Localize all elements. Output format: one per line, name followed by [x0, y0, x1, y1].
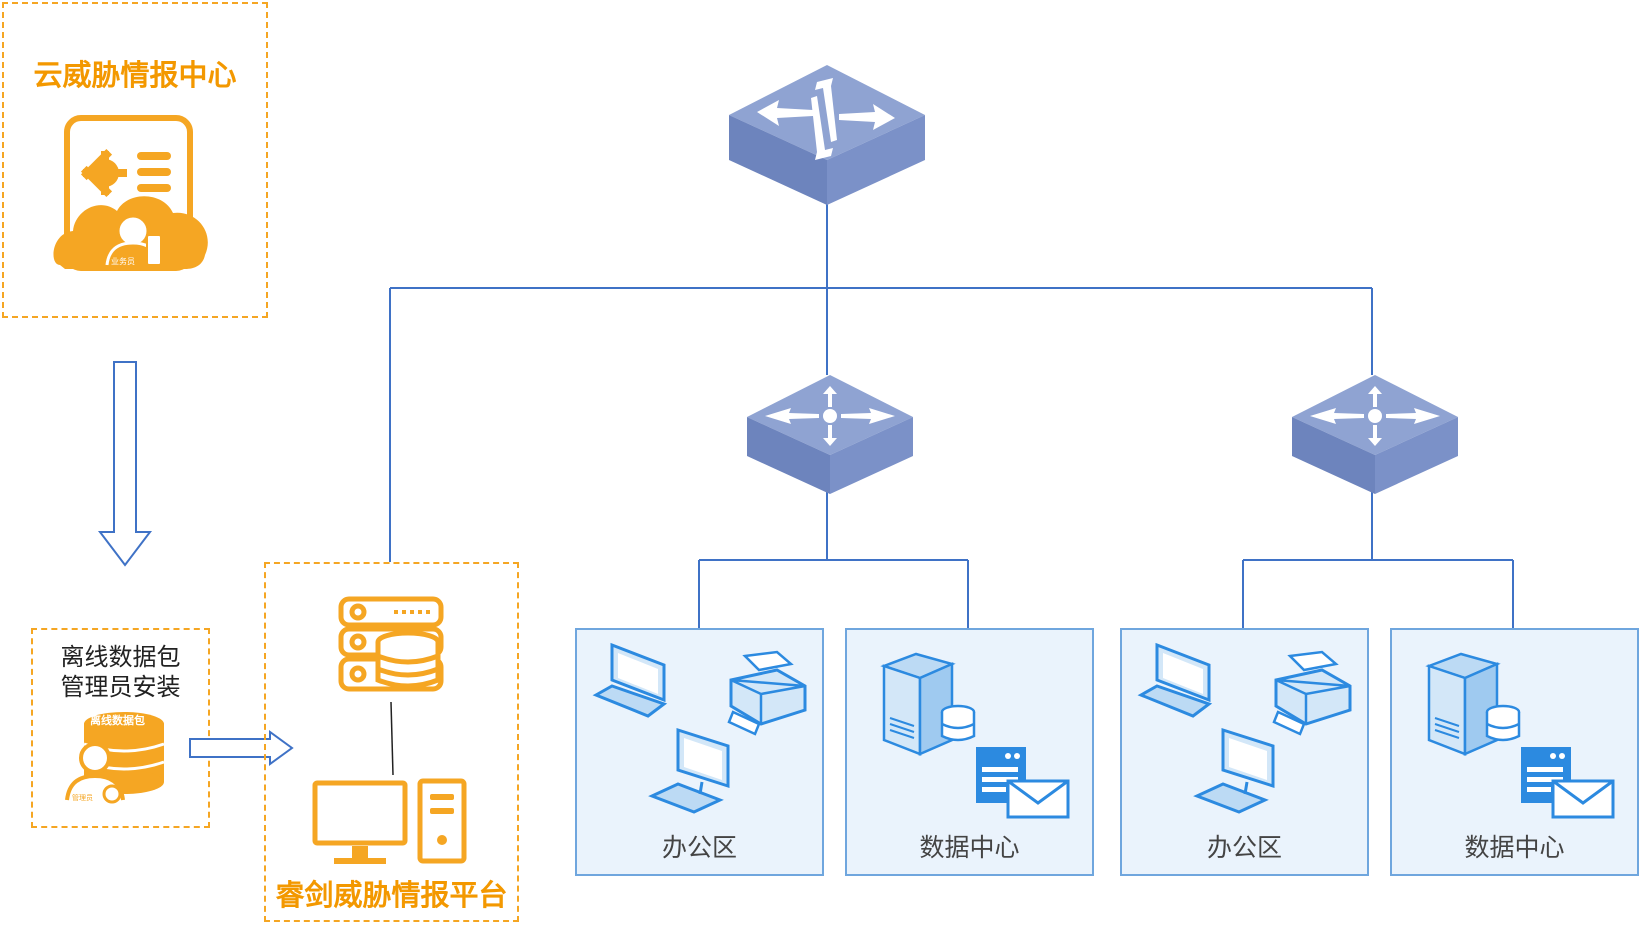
offline-package-line1: 离线数据包 [60, 643, 181, 671]
offline-db-admin-icon: 离线数据包 管理员 [65, 712, 165, 804]
distribution-switch-right-icon [1292, 375, 1458, 494]
distribution-switch-left-icon [747, 375, 913, 494]
laptop-icon [1137, 642, 1213, 718]
platform-box: 睿剑威胁情报平台 [264, 562, 519, 922]
printer-icon [727, 650, 807, 736]
person-label: 业务员 [111, 256, 135, 266]
laptop-icon [592, 642, 668, 718]
printer-icon [1272, 650, 1352, 736]
computer-icon [312, 778, 467, 864]
desktop-pc-icon [648, 727, 730, 814]
server-database-icon [338, 596, 444, 692]
db-label: 离线数据包 [90, 713, 145, 727]
server-db-icon [1425, 652, 1521, 756]
offline-package-box: 离线数据包 管理员安装 [31, 628, 210, 828]
zone-label: 办公区 [661, 833, 737, 862]
mail-server-icon [976, 747, 1070, 819]
zone-label: 数据中心 [919, 833, 1020, 862]
server-db-icon [880, 652, 976, 756]
zone-label: 办公区 [1206, 833, 1282, 862]
offline-package-line2: 管理员安装 [60, 673, 181, 701]
right-arrow-icon [189, 730, 294, 766]
zone-label: 数据中心 [1464, 833, 1565, 862]
offline-package-text: 离线数据包 管理员安装 [33, 642, 208, 702]
mail-server-icon [1521, 747, 1615, 819]
platform-title: 睿剑威胁情报平台 [275, 878, 508, 912]
cloud-intel-center-box: 云威胁情报中心 [2, 2, 268, 318]
admin-label: 管理员 [72, 793, 93, 802]
threat-intel-cloud-icon: 威胁情报 业务员 [53, 115, 208, 271]
desktop-pc-icon [1193, 727, 1275, 814]
card-label: 威胁情报 [122, 125, 174, 140]
down-arrow-icon [97, 361, 153, 567]
cloud-intel-center-title: 云威胁情报中心 [33, 58, 237, 92]
core-router-icon [729, 65, 925, 205]
